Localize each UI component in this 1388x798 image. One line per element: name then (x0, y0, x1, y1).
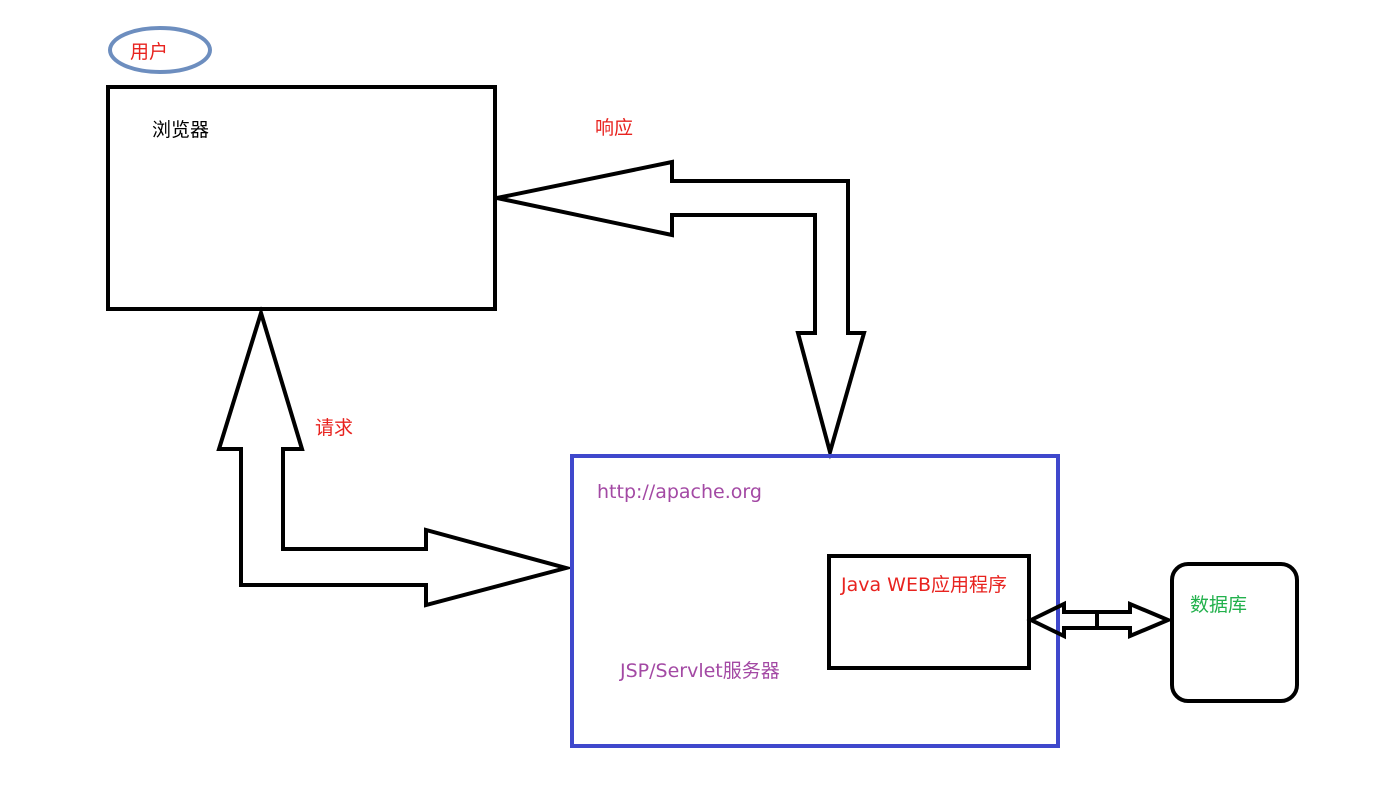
server-label: JSP/Servlet服务器 (619, 660, 780, 682)
database-box (1170, 562, 1299, 703)
response-arrow (496, 159, 867, 460)
server-box (570, 454, 1060, 748)
server-url: http://apache.org (597, 481, 762, 503)
user-ellipse (108, 26, 212, 74)
user-label: 用户 (130, 41, 168, 63)
request-arrow (216, 306, 574, 608)
app-label: Java WEB应用程序 (840, 574, 1007, 596)
request-label: 请求 (315, 417, 353, 439)
app-box (827, 554, 1031, 670)
browser-label: 浏览器 (152, 119, 209, 141)
response-label: 响应 (595, 117, 633, 139)
database-link-arrow (1026, 600, 1174, 640)
browser-box (106, 85, 497, 311)
database-label: 数据库 (1190, 594, 1247, 616)
